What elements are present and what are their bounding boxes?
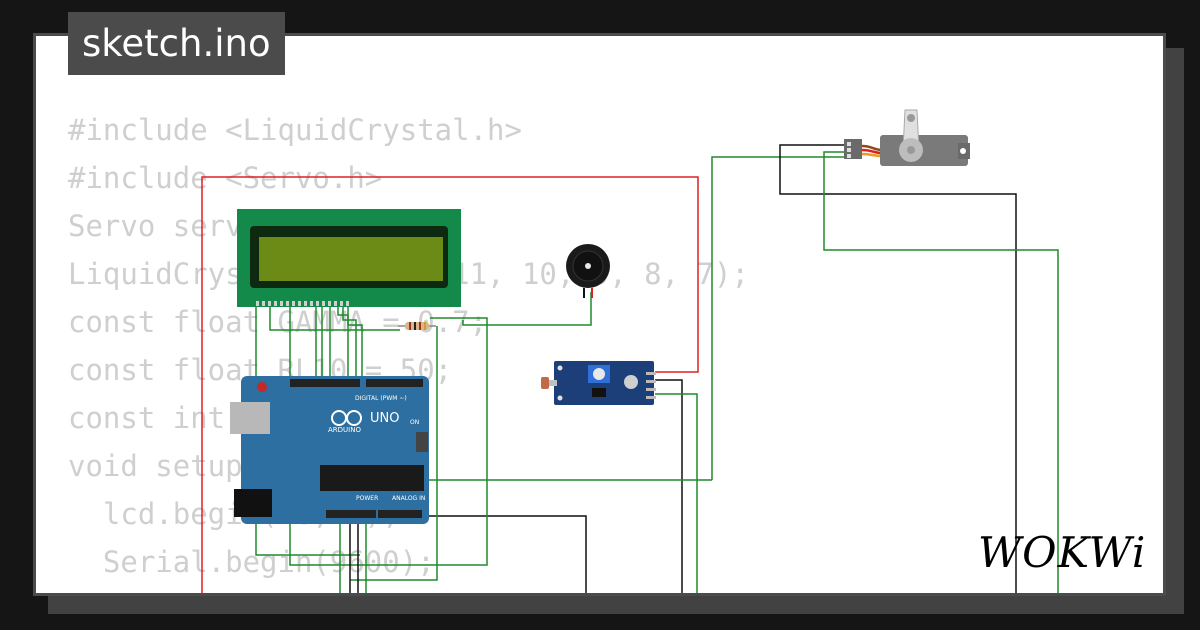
wire-sensor-gnd [655, 379, 683, 593]
wire-buzzer-gnd [380, 515, 587, 593]
canvas-frame: #include <LiquidCrystal.h> #include <Serv… [33, 33, 1166, 596]
wire-buzzer-signal [462, 292, 592, 326]
on-led-label: ON [410, 419, 419, 426]
analog-label: ANALOG IN [392, 495, 425, 502]
wire-servo-gnd [779, 144, 1017, 593]
wokwi-logo: WOKWi [978, 528, 1147, 577]
buzzer[interactable] [566, 244, 610, 298]
code-line: const float GAMMA = 0.7; [68, 305, 488, 339]
code-line: Serial.begin(9600); [68, 545, 435, 579]
wire-resistor [350, 326, 438, 581]
wires [201, 144, 1059, 593]
sketch-filename-tag: sketch.ino [68, 12, 285, 75]
lcd-display[interactable] [237, 209, 461, 307]
arduino-brand-label: ARDUINO [328, 426, 361, 434]
servo-motor[interactable] [844, 109, 970, 166]
code-line: #include <Servo.h> [68, 161, 383, 195]
wire-sensor-out [655, 393, 698, 593]
digital-label: DIGITAL (PWM ~) [355, 395, 407, 402]
code-background: #include <LiquidCrystal.h> #include <Serv… [68, 106, 749, 593]
resistor[interactable] [398, 322, 436, 330]
wire-servo-vcc [823, 151, 1059, 593]
arduino-uno-board[interactable]: UNO ARDUINO DIGITAL (PWM ~) POWER ANALOG… [230, 376, 429, 524]
wire-servo-signal [711, 156, 850, 480]
arduino-model-label: UNO [370, 411, 399, 426]
power-label: POWER [356, 495, 378, 502]
photoresistor-sensor-module[interactable] [541, 361, 656, 405]
wire-red-vcc [201, 176, 699, 593]
wire-lcd-d7 [347, 305, 363, 380]
wire-lcd-d6 [342, 305, 357, 380]
code-line: #include <LiquidCrystal.h> [68, 113, 522, 147]
